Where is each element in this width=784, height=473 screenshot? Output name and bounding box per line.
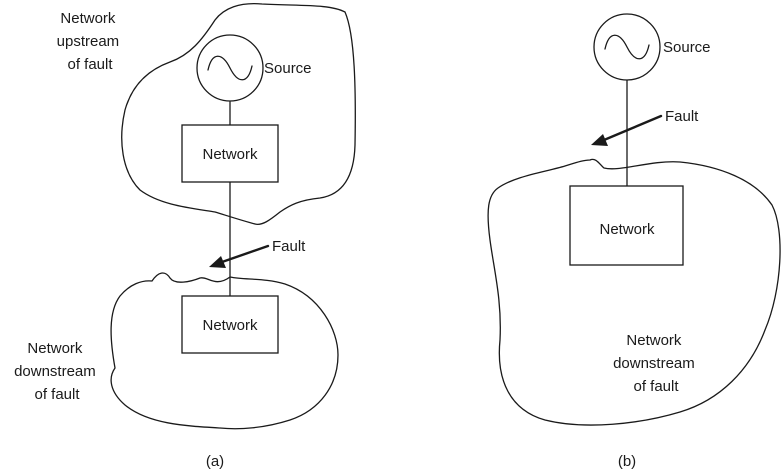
fault-label-a: Fault (272, 238, 306, 255)
upstream-label-line-2: upstream (57, 33, 120, 50)
upstream-label-line-1: Network (60, 10, 116, 27)
upstream-label: Network upstream of fault (57, 10, 124, 73)
panel-a: Source Network Network Fault Network ups… (14, 2, 356, 470)
downstream-label-b-line-1: Network (626, 332, 682, 349)
downstream-region-boundary (110, 272, 339, 430)
downstream-label-b-line-3: of fault (633, 378, 679, 395)
downstream-region-boundary-b (487, 158, 781, 426)
caption-a: (a) (206, 453, 224, 470)
downstream-label-a: Network downstream of fault (14, 340, 100, 403)
network-box-upstream (181, 124, 279, 183)
fault-arrow-head-b (591, 134, 608, 146)
downstream-label-b-line-2: downstream (613, 355, 695, 372)
downstream-label-a-line-3: of fault (34, 386, 80, 403)
panel-b: Source Fault Network Network downstream … (487, 13, 781, 470)
source-label-b: Source (663, 39, 711, 56)
sine-wave-icon-b (604, 34, 650, 60)
upstream-label-line-3: of fault (67, 56, 113, 73)
source-label-a: Source (264, 60, 312, 77)
network-label-b: Network (599, 221, 655, 238)
network-label-downstream-a: Network (202, 317, 258, 334)
downstream-label-a-line-1: Network (27, 340, 83, 357)
fault-arrow-line-b (602, 114, 663, 142)
sine-wave-icon (207, 55, 253, 81)
downstream-label-b: Network downstream of fault (613, 332, 699, 395)
caption-b: (b) (618, 453, 636, 470)
network-box-b (569, 185, 684, 266)
network-label-upstream: Network (202, 146, 258, 163)
fault-arrow-line-a (220, 244, 270, 264)
network-box-downstream-a (181, 295, 279, 354)
fault-arrow-head-a (209, 256, 226, 268)
fault-label-b: Fault (665, 108, 699, 125)
downstream-label-a-line-2: downstream (14, 363, 96, 380)
upstream-region-boundary (121, 2, 356, 226)
